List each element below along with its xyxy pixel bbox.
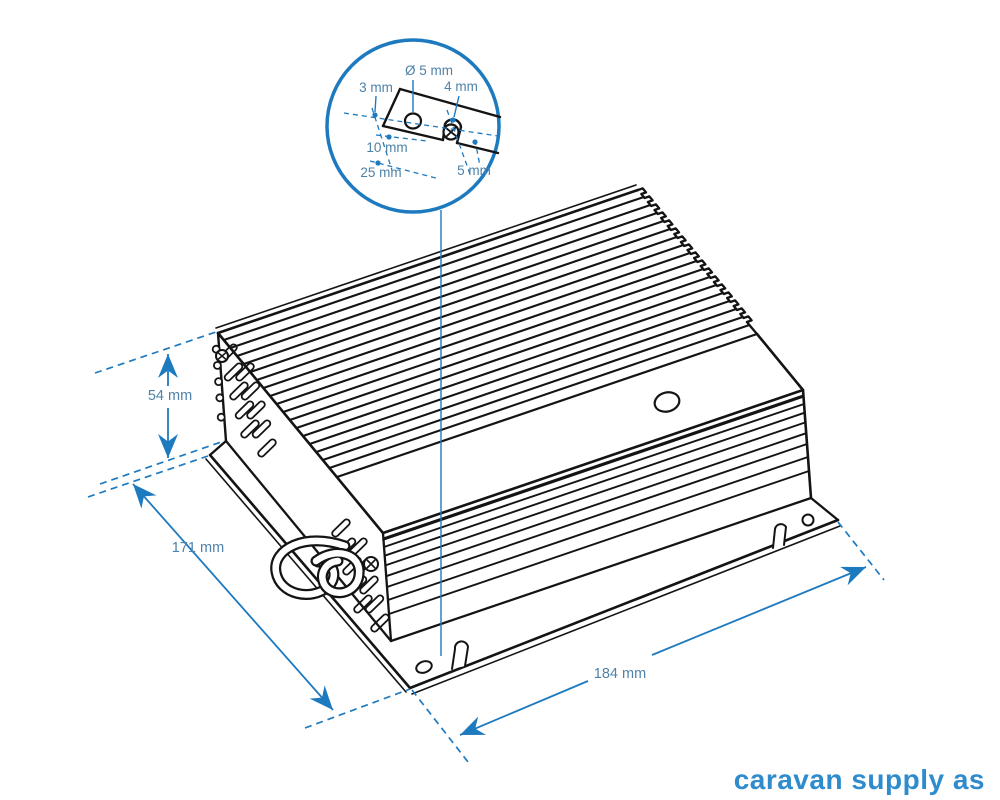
vent-slot: [257, 438, 277, 458]
device-drawing: [205, 184, 841, 695]
flange-left-thickness: [205, 458, 407, 693]
flange-hole-right: [801, 513, 815, 527]
fin-line: [255, 235, 678, 382]
dimension-width-label: 184 mm: [594, 666, 646, 682]
vent-slot: [240, 419, 260, 439]
vent-slot: [240, 381, 261, 401]
flange-keyhole-left: [451, 640, 469, 670]
guide-width-left: [411, 689, 469, 763]
side-fin-line: [383, 411, 806, 557]
back-edge: [216, 188, 640, 335]
flange-hole-left: [415, 660, 433, 674]
fin-line: [282, 267, 705, 414]
fin-line: [262, 243, 685, 390]
back-edge-top: [215, 184, 637, 329]
vent-slot: [370, 613, 390, 633]
vent-slot: [246, 400, 266, 420]
flange-detail-drawing: [381, 87, 502, 155]
fin-bump: [214, 377, 224, 387]
front-top-edge-2: [382, 396, 804, 541]
side-fin-line: [387, 456, 809, 601]
company-logo: caravan supply as: [733, 764, 985, 795]
guide-middle: [99, 440, 225, 485]
guide-top: [94, 331, 217, 374]
fin-line: [295, 283, 718, 430]
fin-bump: [216, 412, 226, 422]
flange-keyhole-right: [772, 523, 787, 549]
side-fin-line: [382, 394, 805, 540]
top-right-edge: [755, 332, 805, 392]
side-fin-line: [388, 470, 810, 615]
fin-line: [315, 307, 738, 454]
detail-hole: [403, 112, 423, 130]
fin-line: [249, 227, 672, 374]
fin-bump: [215, 393, 225, 403]
top-panel-hole: [653, 391, 681, 413]
flange-left-outer-edge: [208, 453, 412, 690]
guide-width-right: [837, 521, 885, 581]
detail-inset: Ø 5 mm 3 mm 4 mm 10 mm 25 mm 5 mm: [325, 38, 502, 214]
front-top-edge: [381, 388, 805, 535]
guide-lower: [87, 455, 209, 498]
side-fin-line: [383, 403, 805, 548]
fin-step-edge: [636, 187, 759, 336]
detail-10mm-label: 10 mm: [366, 140, 407, 155]
fin-line: [242, 219, 665, 366]
detail-hole-diameter-label: Ø 5 mm: [405, 63, 453, 78]
fin-line: [235, 211, 659, 358]
fin-line: [275, 259, 698, 406]
screw-top-left: [215, 349, 229, 363]
detail-4mm-label: 4 mm: [444, 79, 478, 94]
detail-inset-circle: [325, 38, 501, 214]
fin-line: [321, 315, 744, 462]
flange-back-left-edge: [208, 439, 228, 457]
dimension-height-label: 54 mm: [148, 388, 192, 404]
fin-line: [288, 275, 711, 422]
detail-25mm-label: 25 mm: [360, 165, 401, 180]
detail-3mm-label: 3 mm: [359, 80, 393, 95]
fin-line: [301, 291, 725, 438]
dimension-height: 54 mm: [148, 354, 192, 458]
dimension-annotations: 54 mm 171 mm 184 mm: [87, 210, 885, 763]
flange-right-edge: [809, 496, 840, 522]
vent-slot: [235, 362, 255, 382]
side-fin-line: [386, 443, 808, 588]
screw-side: [363, 556, 379, 572]
front-base-edge: [389, 496, 813, 643]
dimension-width: 184 mm: [459, 566, 867, 736]
fin-bump: [212, 360, 222, 370]
fin-line: [222, 195, 645, 342]
fin-end-bumps: [211, 344, 226, 422]
detail-reference-dots: [372, 112, 478, 166]
detail-5mm-label: 5 mm: [457, 163, 491, 178]
side-fin-line: [384, 421, 807, 567]
fin-line: [268, 251, 692, 398]
dimension-depth: 171 mm: [132, 483, 334, 711]
guide-bottom-left: [304, 688, 411, 729]
detail-centerline: [343, 112, 499, 137]
vent-slot: [229, 381, 249, 401]
heatsink-fins: [222, 195, 751, 470]
vent-slot: [364, 594, 385, 614]
vent-slot: [251, 419, 272, 439]
vent-slot: [234, 400, 255, 420]
dimension-depth-label: 171 mm: [172, 540, 224, 556]
fin-line: [308, 299, 731, 446]
flange-front-thickness: [411, 525, 841, 695]
fin-stack-side-lines: [382, 394, 810, 615]
fin-strip-boundary: [335, 332, 759, 479]
fin-line: [328, 323, 751, 470]
vent-slot: [359, 575, 379, 595]
flange-front-outer-edge: [408, 518, 840, 690]
vent-slot: [353, 594, 373, 614]
vent-slot: [223, 362, 244, 382]
side-fin-line: [385, 432, 808, 578]
vent-slot: [331, 518, 351, 538]
